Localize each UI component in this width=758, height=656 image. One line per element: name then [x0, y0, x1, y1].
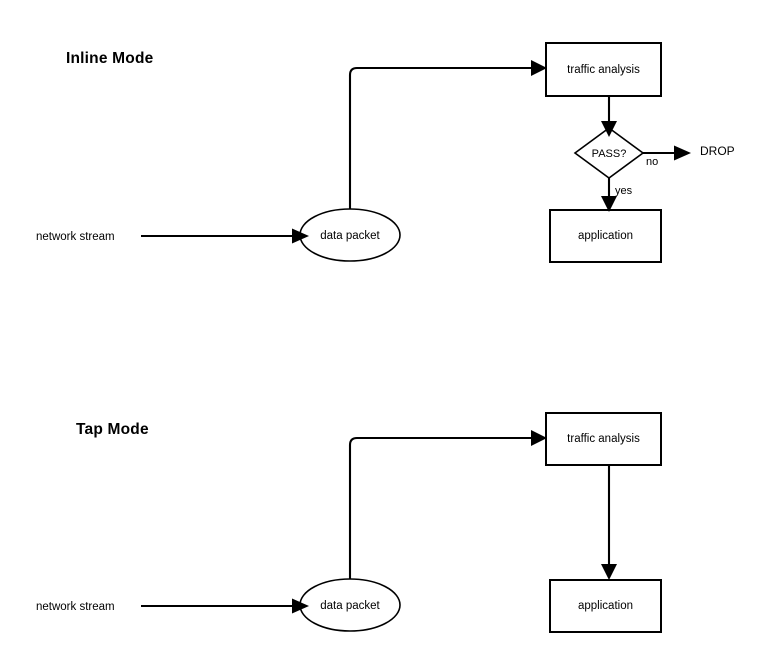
node-label-traffic-analysis-2: traffic analysis	[567, 433, 640, 445]
edge-stream-to-packet	[141, 228, 309, 244]
edge-decision-to-application: yes	[601, 178, 633, 212]
node-label-application-2: application	[578, 600, 633, 612]
section-inline-mode: Inline Mode network stream data packet	[36, 42, 735, 263]
section-title-tap-mode: Tap Mode	[76, 421, 149, 438]
node-label-application: application	[578, 230, 633, 242]
edge-decision-to-drop: no	[643, 145, 691, 168]
section-title-inline-mode: Inline Mode	[66, 50, 154, 67]
node-application: application	[549, 209, 662, 263]
edge-label-no: no	[646, 156, 658, 168]
label-network-stream: network stream	[36, 231, 115, 243]
node-label-data-packet-2: data packet	[320, 600, 380, 612]
node-data-packet: data packet	[299, 208, 401, 262]
edge-analysis-to-application-2	[601, 465, 617, 580]
arrow-head-icon	[601, 564, 617, 580]
label-drop: DROP	[700, 144, 735, 158]
node-label-data-packet: data packet	[320, 230, 380, 242]
edge-label-yes: yes	[615, 185, 633, 197]
node-application-2: application	[549, 579, 662, 633]
arrow-head-icon	[601, 121, 617, 137]
section-tap-mode: Tap Mode network stream data packet	[36, 412, 662, 633]
arrow-head-icon	[601, 196, 617, 212]
node-traffic-analysis: traffic analysis	[545, 42, 662, 97]
node-label-traffic-analysis: traffic analysis	[567, 64, 640, 76]
label-network-stream-2: network stream	[36, 601, 115, 613]
arrow-head-icon	[531, 60, 547, 76]
node-traffic-analysis-2: traffic analysis	[545, 412, 662, 466]
edge-stream-to-packet-2	[141, 598, 309, 614]
edge-packet-to-analysis-2	[348, 430, 547, 579]
arrow-head-icon	[674, 145, 691, 161]
edge-analysis-to-decision	[601, 96, 617, 137]
node-label-pass-decision: PASS?	[592, 148, 627, 160]
node-data-packet-2: data packet	[299, 578, 401, 632]
arrow-head-icon	[531, 430, 547, 446]
edge-packet-to-analysis	[348, 60, 547, 209]
